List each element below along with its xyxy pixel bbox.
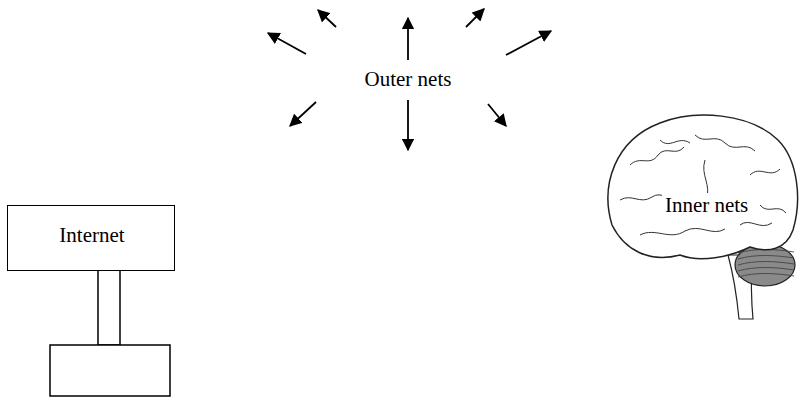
radiating-arrows — [268, 9, 551, 150]
node-text: Internet — [56, 223, 127, 248]
monitor-stand — [50, 270, 170, 396]
brain-outline: Inner nets — [600, 105, 805, 323]
free-label: Outer nets — [363, 67, 454, 92]
monitor-screen: Internet — [7, 205, 175, 271]
node-text: Inner nets — [662, 193, 751, 218]
